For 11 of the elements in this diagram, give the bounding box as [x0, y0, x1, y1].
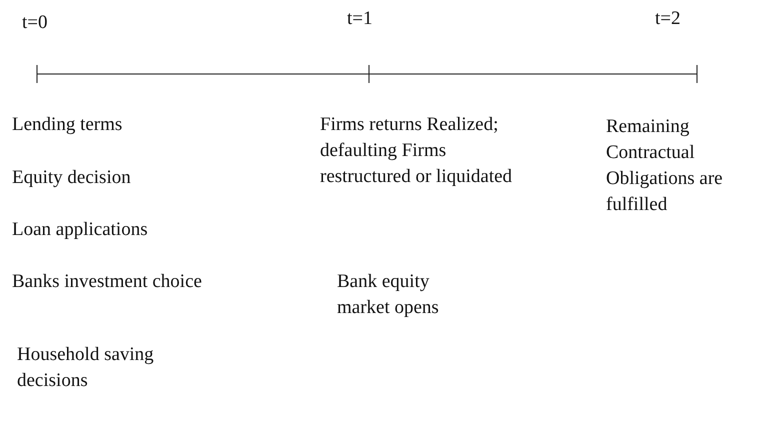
event-label: Lending terms	[12, 113, 122, 137]
event-label: Remaining Contractual Obligations are fulfilled	[606, 115, 724, 217]
time-label: t=1	[347, 7, 372, 31]
time-label: t=2	[655, 7, 680, 31]
event-label: Loan applications	[12, 218, 148, 242]
event-label: Equity decision	[12, 166, 131, 190]
event-label: Firms returns Realized; defaulting Firms restructured or liquidated	[320, 113, 514, 189]
event-label: Bank equity market opens	[337, 270, 440, 320]
time-label: t=0	[22, 11, 48, 35]
event-label: Household saving decisions	[17, 343, 155, 393]
event-label: Banks investment choice	[12, 270, 203, 294]
